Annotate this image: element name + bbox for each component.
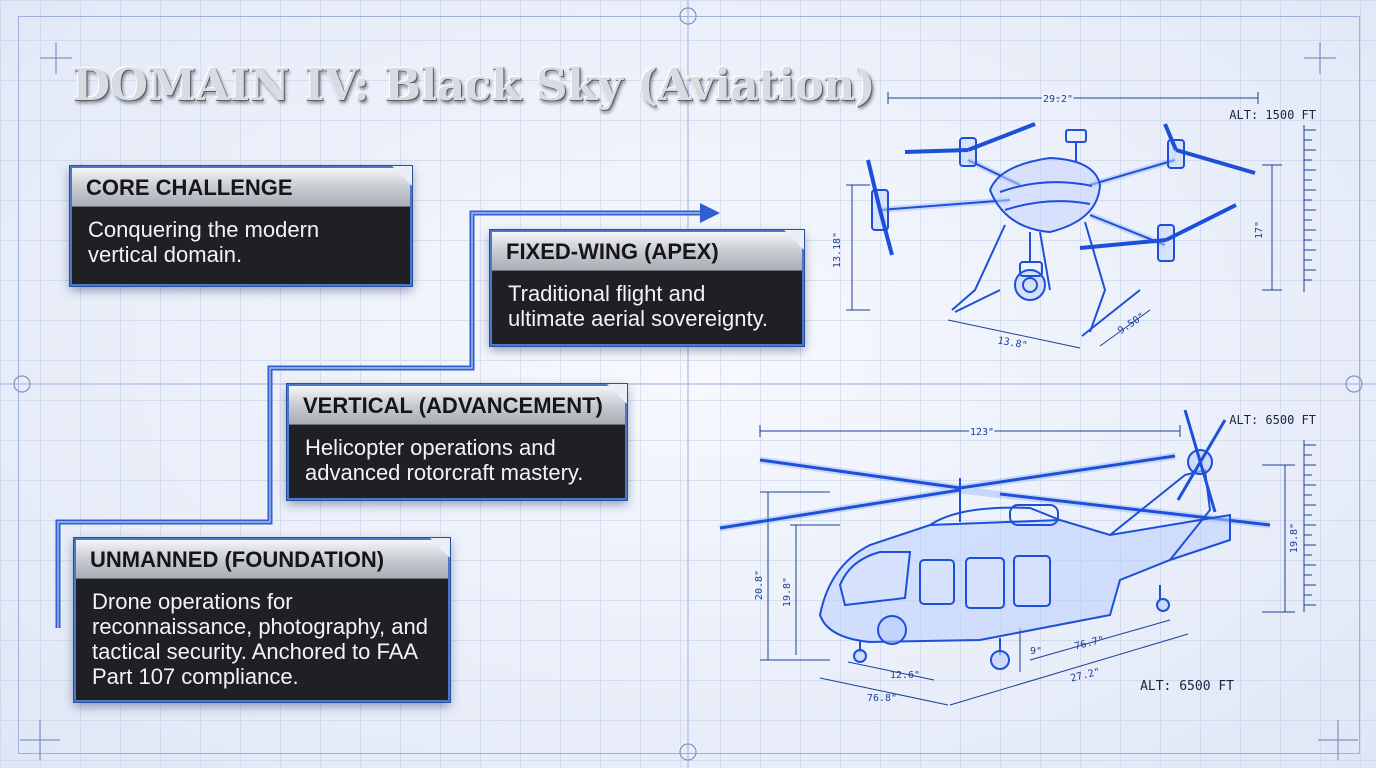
card-core-challenge: CORE CHALLENGE Conquering the modern ver… <box>70 166 412 286</box>
card-text: Conquering the modern vertical domain. <box>88 217 320 267</box>
helicopter-nose-label: 12.6" <box>890 670 920 681</box>
drone-base-label: 13.8" <box>997 336 1029 352</box>
crosshair-left-icon <box>13 375 31 393</box>
helicopter-altitude-top-label: ALT: 6500 FT <box>1229 413 1316 427</box>
helicopter-body-label: 27.2" <box>1069 667 1101 685</box>
helicopter-height-inner-label: 19.8" <box>782 577 793 607</box>
card-unmanned: UNMANNED (FOUNDATION) Drone operations f… <box>74 538 450 702</box>
helicopter-gear-label: 9" <box>1030 646 1042 657</box>
card-heading: VERTICAL (ADVANCEMENT) <box>289 384 627 425</box>
corner-mark-tl-icon <box>40 42 72 74</box>
card-text: Traditional flight and ultimate aerial s… <box>508 281 769 331</box>
helicopter-altitude-bottom-label: ALT: 6500 FT <box>1140 679 1234 694</box>
corner-mark-bl-icon <box>20 720 60 760</box>
crosshair-right-icon <box>1345 375 1363 393</box>
card-heading: UNMANNED (FOUNDATION) <box>76 538 450 579</box>
arrow-head-icon <box>700 203 720 223</box>
helicopter-tail-height-label: 19.8" <box>1289 523 1300 553</box>
page-title: DOMAIN IV: Black Sky (Aviation) <box>72 60 876 111</box>
drone-height-left-label: 13.18" <box>832 232 843 268</box>
corner-mark-br-icon <box>1318 720 1358 760</box>
helicopter-rotor-label: 123" <box>970 427 994 438</box>
drone-width-label: 29.2" <box>1043 94 1073 105</box>
helicopter-icon <box>719 409 1271 670</box>
drone-altitude-scale <box>1304 129 1316 281</box>
helicopter-overall-label: 76.8" <box>867 693 897 704</box>
drone-icon <box>866 122 1256 337</box>
corner-mark-tr-icon <box>1304 42 1336 74</box>
card-text: Helicopter operations and advanced rotor… <box>305 435 584 485</box>
helicopter-height-outer-label: 20.8" <box>754 570 765 600</box>
card-fixed-wing: FIXED-WING (APEX) Traditional flight and… <box>490 230 804 346</box>
crosshair-top-icon <box>679 7 697 25</box>
helicopter-altitude-scale <box>1304 444 1316 606</box>
helicopter-cabin-label: 76.7" <box>1073 635 1105 653</box>
drone-height-right-label: 17" <box>1254 221 1265 239</box>
blueprint-frame <box>18 16 1360 754</box>
card-vertical: VERTICAL (ADVANCEMENT) Helicopter operat… <box>287 384 627 500</box>
crosshair-bottom-icon <box>679 743 697 761</box>
drone-altitude-label: ALT: 1500 FT <box>1229 108 1316 122</box>
card-heading: FIXED-WING (APEX) <box>492 230 804 271</box>
card-text: Drone operations for reconnaissance, pho… <box>92 589 428 689</box>
card-heading: CORE CHALLENGE <box>72 166 412 207</box>
